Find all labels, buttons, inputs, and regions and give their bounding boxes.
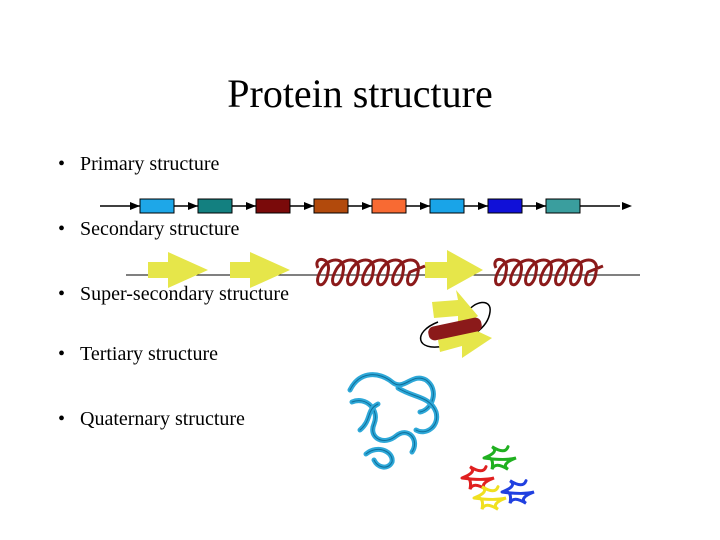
- residue-box: [371, 198, 407, 214]
- bullet-tertiary-structure: • Tertiary structure: [58, 343, 218, 366]
- bullet-dot: •: [58, 343, 66, 365]
- residue-box: [429, 198, 465, 214]
- beta-strand-arrow: [432, 290, 478, 330]
- tertiary-structure-ribbon: [347, 372, 440, 470]
- primary-structure-chain: [100, 198, 632, 214]
- beta-strand-arrow: [425, 250, 483, 290]
- alpha-helix-coil: [493, 258, 604, 287]
- chain-arrowhead: [420, 202, 430, 210]
- bullet-label: Quaternary structure: [80, 408, 245, 430]
- bullet-label: Tertiary structure: [80, 343, 218, 365]
- residue-box: [545, 198, 581, 214]
- bullet-quaternary-structure: • Quaternary structure: [58, 408, 245, 431]
- helix-cylinder: [428, 317, 482, 341]
- super-secondary-motif: [419, 290, 492, 358]
- chain-arrowhead: [478, 202, 488, 210]
- residue-box: [313, 198, 349, 214]
- chain-arrowhead: [622, 202, 632, 210]
- bullet-label: Secondary structure: [80, 218, 240, 240]
- residue-box: [197, 198, 233, 214]
- quaternary-structure-subunits: [460, 445, 535, 511]
- residue-box: [255, 198, 291, 214]
- bullet-dot: •: [58, 218, 66, 240]
- bullet-label: Primary structure: [80, 153, 220, 175]
- slide-title: Protein structure: [227, 71, 493, 116]
- chain-arrowhead: [188, 202, 198, 210]
- bullet-dot: •: [58, 408, 66, 430]
- bullet-super-secondary-structure: • Super-secondary structure: [58, 283, 289, 306]
- chain-arrowhead: [130, 202, 140, 210]
- residue-box: [487, 198, 523, 214]
- bullet-dot: •: [58, 283, 66, 305]
- chain-arrowhead: [362, 202, 372, 210]
- chain-arrowhead: [536, 202, 546, 210]
- chain-arrowhead: [304, 202, 314, 210]
- residue-box: [139, 198, 175, 214]
- beta-strand-arrow: [438, 322, 492, 358]
- bullet-label: Super-secondary structure: [80, 283, 289, 305]
- alpha-helix-coil: [315, 258, 426, 287]
- chain-arrowhead: [246, 202, 256, 210]
- bullet-secondary-structure: • Secondary structure: [58, 218, 239, 241]
- bullet-dot: •: [58, 153, 66, 175]
- bullet-primary-structure: • Primary structure: [58, 153, 219, 176]
